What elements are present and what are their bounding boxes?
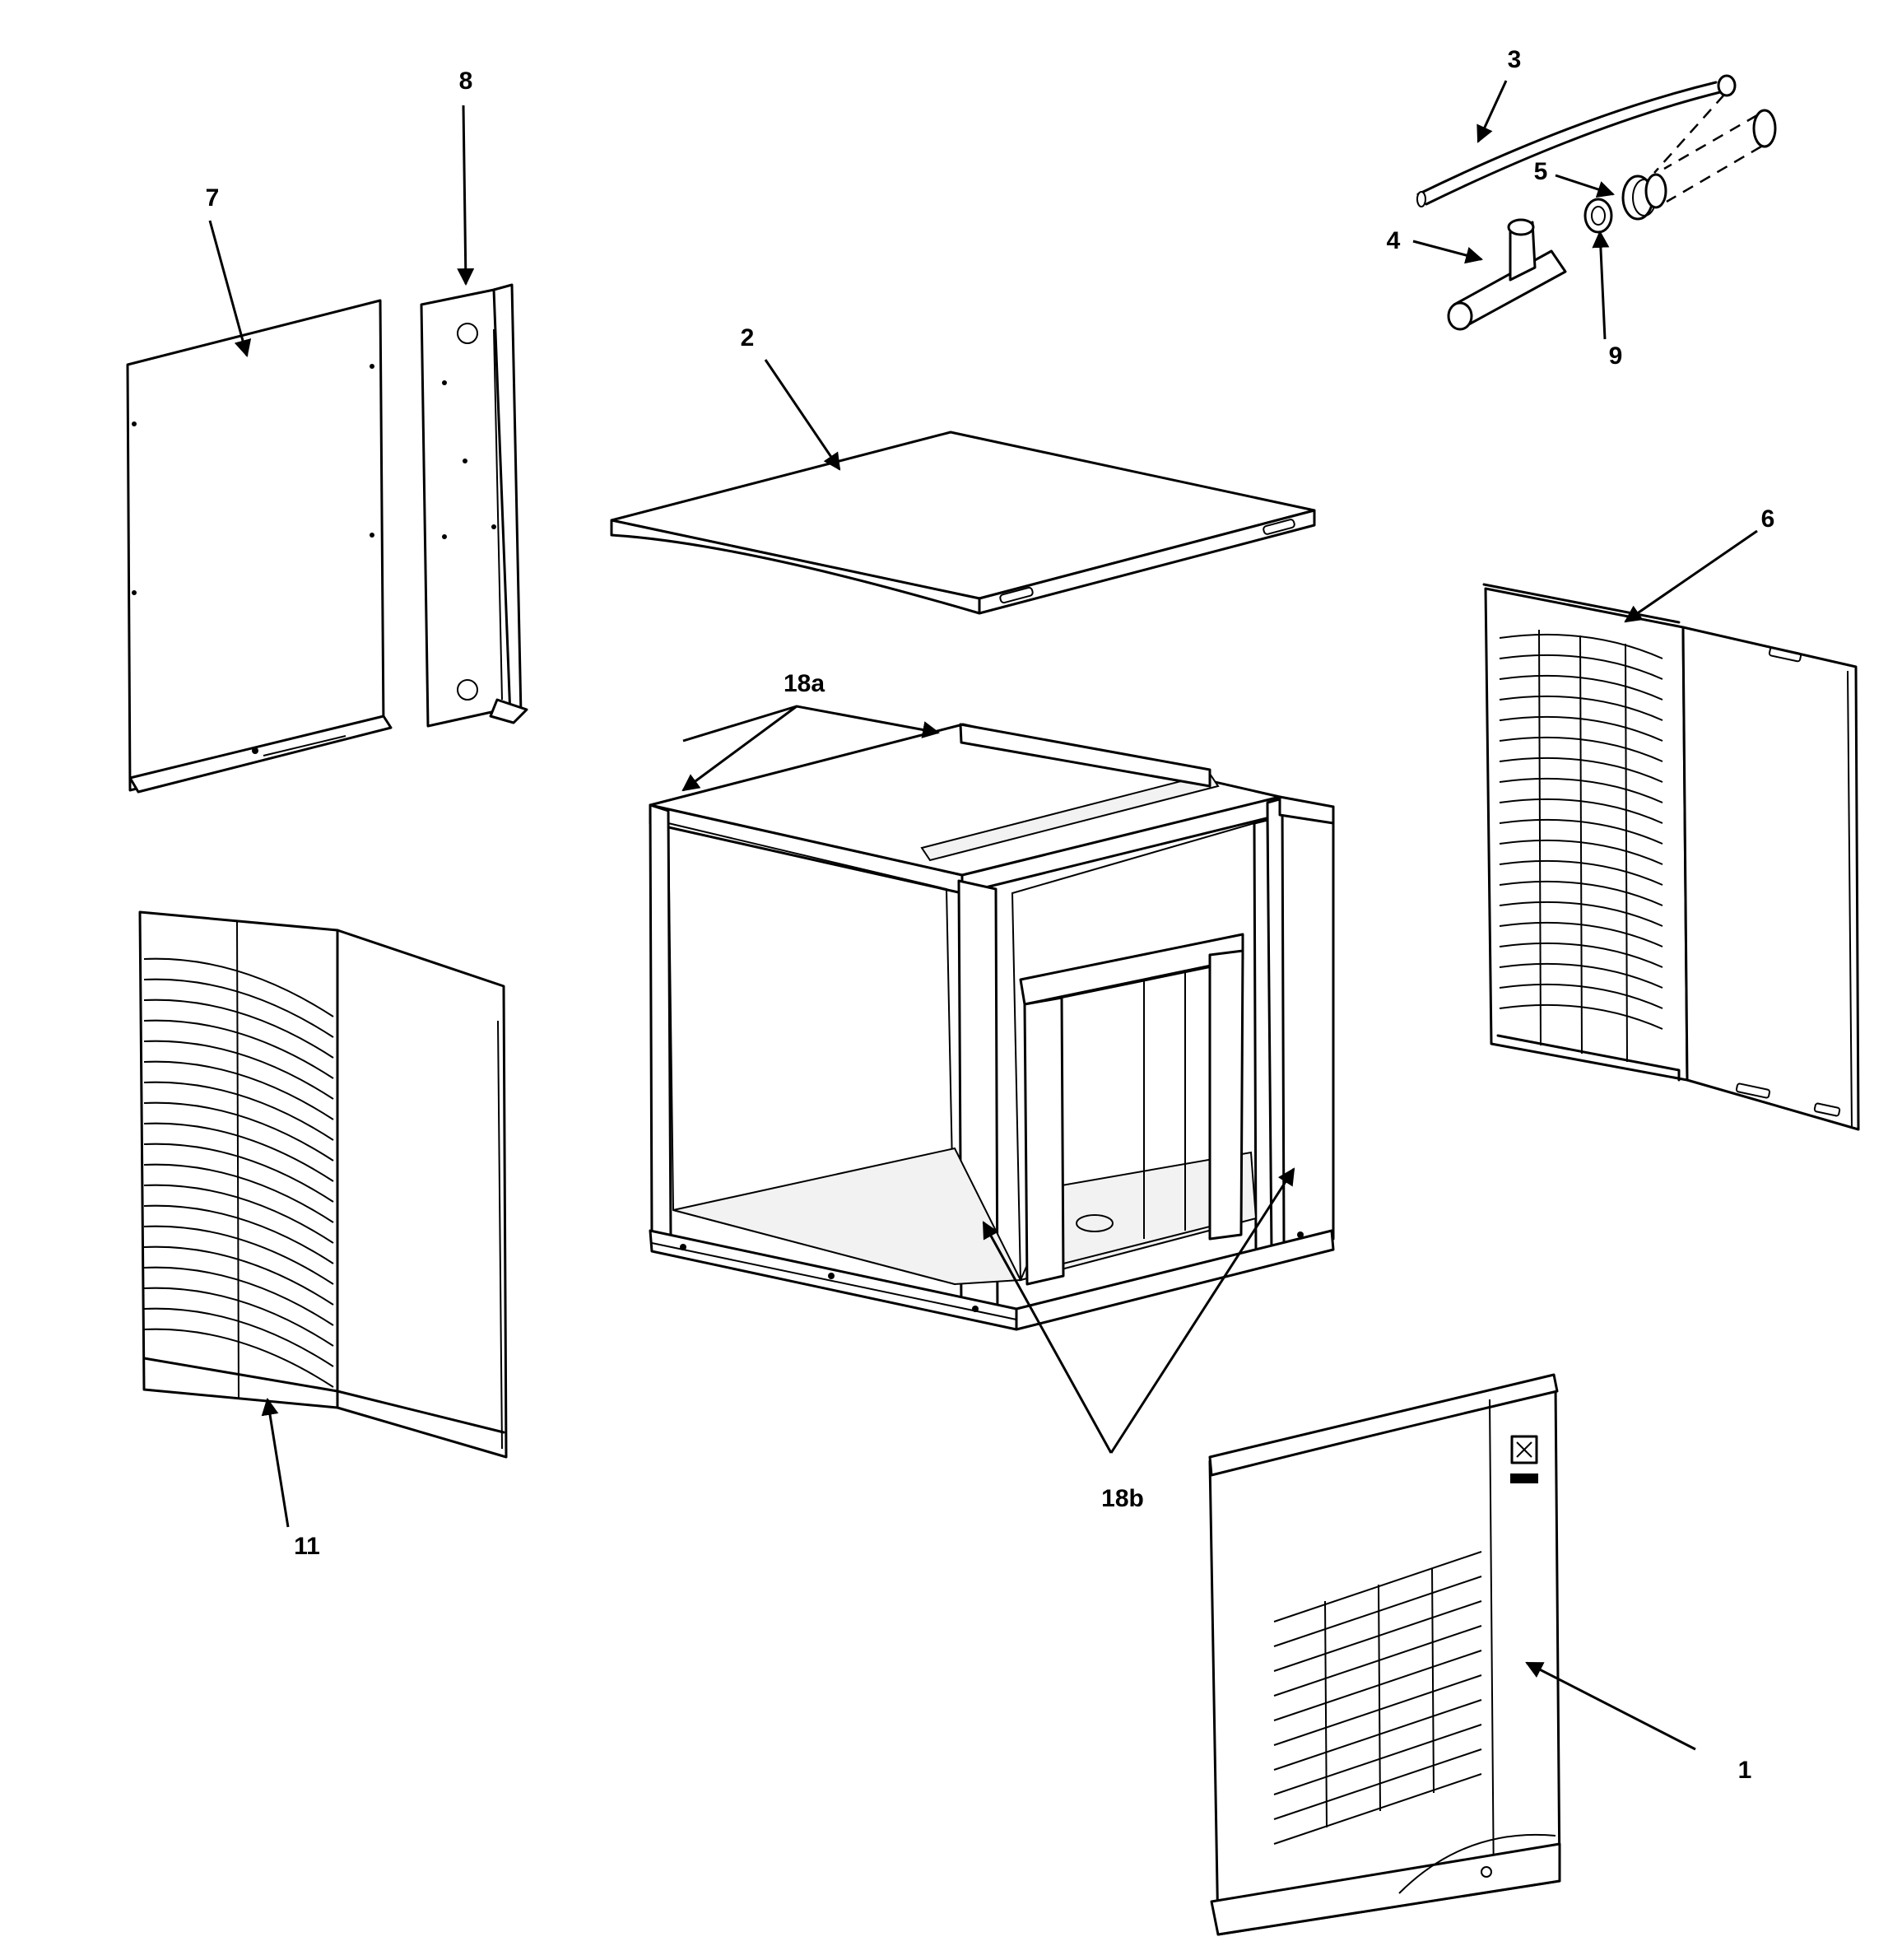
callout-3: 3 xyxy=(1508,46,1522,73)
part-18-cabinet-frame xyxy=(649,723,1335,1331)
callout-4: 4 xyxy=(1387,227,1401,254)
callout-5: 5 xyxy=(1534,158,1548,185)
callout-1: 1 xyxy=(1738,1757,1752,1784)
part-11-left-louvre-panel xyxy=(138,910,508,1459)
water-fittings xyxy=(1416,74,1777,331)
part-2-top-lid xyxy=(610,431,1316,615)
part-7-side-panel xyxy=(126,299,393,794)
part-1-front-panel xyxy=(1208,1373,1561,1936)
callout-9: 9 xyxy=(1609,342,1623,370)
callout-7: 7 xyxy=(206,184,220,212)
callout-6: 6 xyxy=(1761,505,1775,533)
callout-11: 11 xyxy=(294,1533,320,1560)
leader-lines xyxy=(208,80,1758,1751)
callout-8: 8 xyxy=(459,68,473,95)
part-6-right-louvre-panel xyxy=(1482,583,1860,1131)
callout-18a: 18a xyxy=(784,670,825,697)
callout-2: 2 xyxy=(741,324,755,351)
part-8-bracket xyxy=(420,283,528,728)
callout-18b: 18b xyxy=(1101,1485,1144,1512)
callout-labels: 7 8 2 3 5 4 9 6 18a 11 18b 1 xyxy=(206,46,1775,1784)
